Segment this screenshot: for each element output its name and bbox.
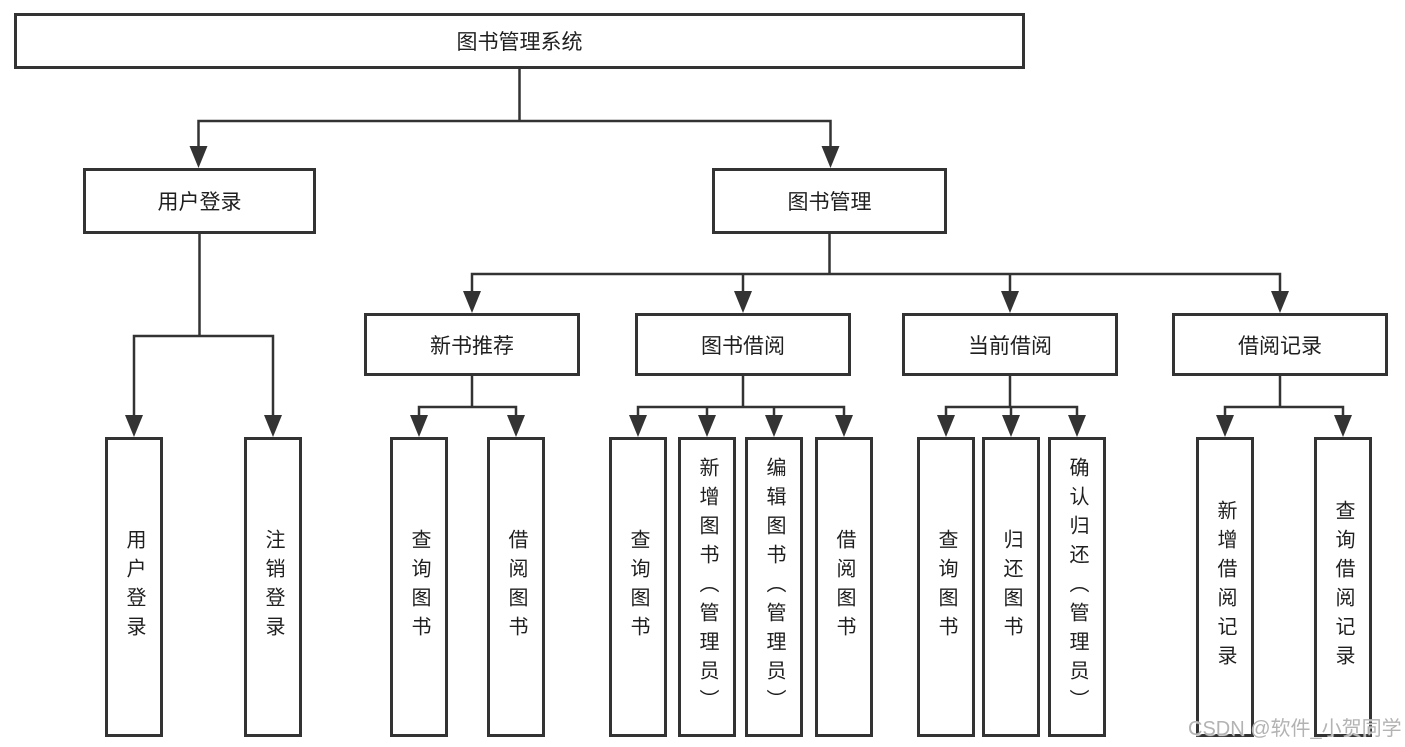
leaf-edit-books-admin: 编辑图书（管理员） — [745, 437, 803, 737]
leaf-confirm-return-admin: 确认归还（管理员） — [1048, 437, 1106, 737]
connector-book-mgmt-branch — [470, 272, 1282, 295]
leaf-borrow-books-recommend: 借阅图书 — [487, 437, 545, 737]
leaf-user-login: 用户登录 — [105, 437, 163, 737]
leaf-query-books-current: 查询图书 — [917, 437, 975, 737]
connector-book-borrow-branch — [636, 405, 846, 421]
leaf-query-borrow-record-label: 查询借阅记录 — [1332, 500, 1354, 674]
leaf-query-books-current-label: 查询图书 — [935, 529, 957, 645]
leaf-query-books-recommend: 查询图书 — [390, 437, 448, 737]
node-user-login: 用户登录 — [83, 168, 316, 234]
arrowheads — [125, 146, 1352, 437]
leaf-return-books-label: 归还图书 — [1000, 529, 1022, 645]
node-new-book-recommend: 新书推荐 — [364, 313, 580, 376]
leaf-borrow-books: 借阅图书 — [815, 437, 873, 737]
leaf-edit-books-admin-label: 编辑图书（管理员） — [763, 456, 785, 718]
leaf-return-books: 归还图书 — [982, 437, 1040, 737]
node-book-management: 图书管理 — [712, 168, 947, 234]
leaf-add-books-admin: 新增图书（管理员） — [678, 437, 736, 737]
node-borrow-records-label: 借阅记录 — [1238, 334, 1322, 358]
leaf-query-books-borrow-label: 查询图书 — [627, 529, 649, 645]
connector-new-book-branch — [417, 405, 518, 421]
leaf-confirm-return-admin-label: 确认归还（管理员） — [1066, 456, 1088, 718]
connector-borrow-record-branch — [1223, 405, 1345, 421]
leaf-add-borrow-record: 新增借阅记录 — [1196, 437, 1254, 737]
connector-root-branch — [197, 119, 832, 147]
leaf-borrow-books-recommend-label: 借阅图书 — [505, 529, 527, 645]
leaf-logout-label: 注销登录 — [262, 529, 284, 645]
leaf-add-borrow-record-label: 新增借阅记录 — [1214, 500, 1236, 674]
node-new-book-recommend-label: 新书推荐 — [430, 334, 514, 358]
leaf-query-books-borrow: 查询图书 — [609, 437, 667, 737]
node-current-borrow: 当前借阅 — [902, 313, 1118, 376]
leaf-user-login-label: 用户登录 — [123, 529, 145, 645]
node-root: 图书管理系统 — [14, 13, 1025, 69]
node-root-label: 图书管理系统 — [456, 31, 583, 54]
leaf-query-books-recommend-label: 查询图书 — [408, 529, 430, 645]
leaf-add-books-admin-label: 新增图书（管理员） — [696, 456, 718, 718]
node-user-login-label: 用户登录 — [157, 191, 242, 214]
node-borrow-records: 借阅记录 — [1172, 313, 1388, 376]
node-book-borrow-label: 图书借阅 — [701, 334, 785, 358]
connector-user-login-branch — [132, 334, 275, 421]
node-book-management-label: 图书管理 — [787, 191, 872, 214]
leaf-query-borrow-record: 查询借阅记录 — [1314, 437, 1372, 737]
watermark: CSDN @软件_小贺同学 — [1188, 718, 1402, 740]
leaf-logout: 注销登录 — [244, 437, 302, 737]
node-book-borrow: 图书借阅 — [635, 313, 851, 376]
node-current-borrow-label: 当前借阅 — [968, 334, 1052, 358]
leaf-borrow-books-label: 借阅图书 — [833, 529, 855, 645]
